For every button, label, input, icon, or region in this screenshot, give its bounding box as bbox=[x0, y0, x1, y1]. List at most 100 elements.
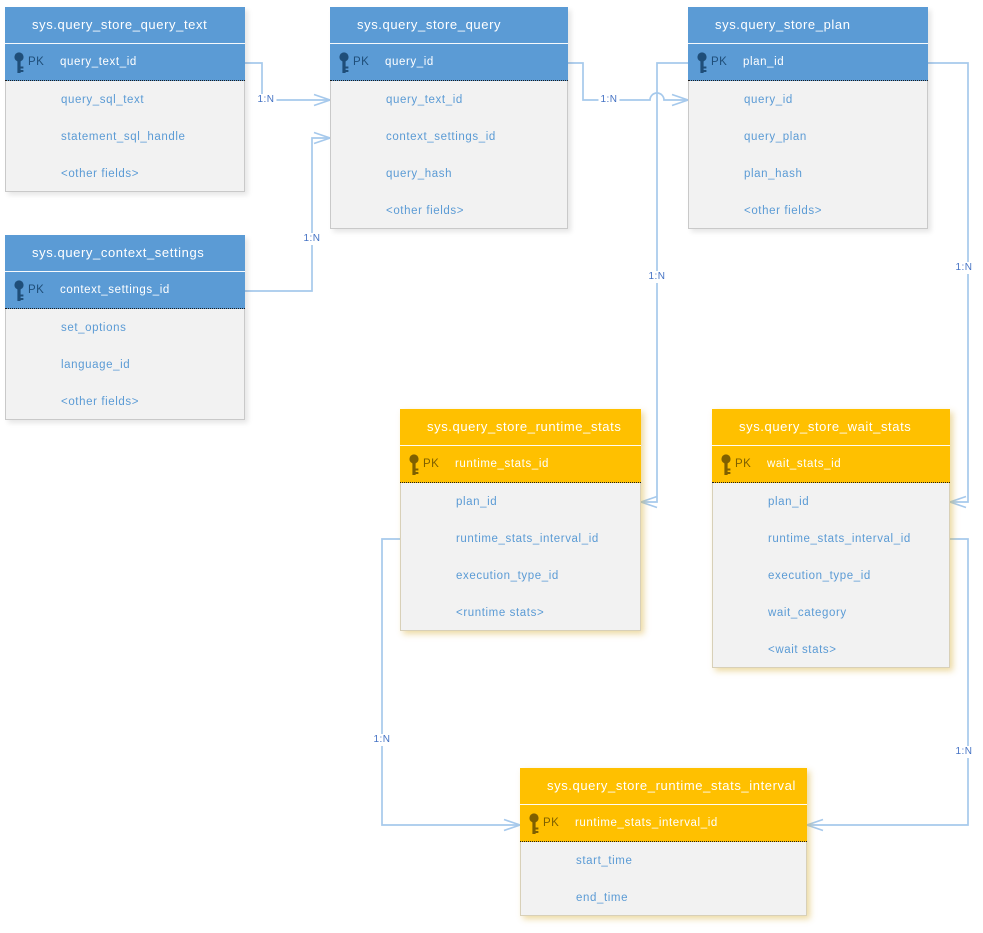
field-name: <other fields> bbox=[61, 167, 140, 180]
pk-badge: PK bbox=[735, 458, 752, 470]
key-icon bbox=[408, 454, 420, 476]
field-row: <wait stats> bbox=[713, 631, 949, 668]
field-name: set_options bbox=[61, 321, 127, 334]
field-row: query_sql_text bbox=[6, 81, 244, 118]
field-name: <other fields> bbox=[744, 204, 823, 217]
field-row: start_time bbox=[521, 842, 806, 879]
field-row: <runtime stats> bbox=[401, 594, 640, 631]
field-name: plan_id bbox=[456, 495, 498, 508]
field-name: query_sql_text bbox=[61, 93, 145, 106]
relationship-label: 1:N bbox=[646, 271, 668, 283]
relationship-line-plan_to_wait_stats bbox=[928, 62, 969, 503]
field-name: wait_category bbox=[768, 606, 847, 619]
relationship-label: 1:N bbox=[953, 746, 975, 758]
field-row: runtime_stats_interval_id bbox=[401, 520, 640, 557]
table-title: sys.query_context_settings bbox=[5, 235, 245, 272]
field-name: plan_hash bbox=[744, 167, 803, 180]
key-icon bbox=[13, 280, 25, 302]
pk-field-name: query_text_id bbox=[60, 56, 137, 68]
field-row: execution_type_id bbox=[401, 557, 640, 594]
pk-badge: PK bbox=[353, 56, 370, 68]
field-name: end_time bbox=[576, 891, 629, 904]
pk-field-name: runtime_stats_interval_id bbox=[575, 817, 718, 829]
field-row: wait_category bbox=[713, 594, 949, 631]
table-title: sys.query_store_query bbox=[330, 7, 568, 44]
field-name: execution_type_id bbox=[768, 569, 871, 582]
relationship-label: 1:N bbox=[598, 94, 620, 106]
field-row: query_text_id bbox=[331, 81, 567, 118]
field-name: plan_id bbox=[768, 495, 810, 508]
pk-badge: PK bbox=[423, 458, 440, 470]
pk-field-name: runtime_stats_id bbox=[455, 458, 549, 470]
field-row: plan_id bbox=[401, 483, 640, 520]
relationship-arrowhead bbox=[638, 495, 658, 509]
relationship-label: 1:N bbox=[953, 262, 975, 274]
field-row: query_plan bbox=[689, 118, 927, 155]
table-title: sys.query_store_wait_stats bbox=[712, 409, 950, 446]
field-row: execution_type_id bbox=[713, 557, 949, 594]
relationship-line-query_text_to_query bbox=[245, 62, 330, 101]
relationship-line-query_to_plan bbox=[568, 62, 688, 101]
relationship-label: 1:N bbox=[301, 233, 323, 245]
field-name: statement_sql_handle bbox=[61, 130, 186, 143]
field-name: query_text_id bbox=[386, 93, 463, 106]
field-row: <other fields> bbox=[6, 383, 244, 420]
pk-field-name: wait_stats_id bbox=[767, 458, 842, 470]
pk-badge: PK bbox=[28, 284, 45, 296]
pk-field-name: plan_id bbox=[743, 56, 785, 68]
field-name: <other fields> bbox=[61, 395, 140, 408]
relationship-line-context_settings_to_query bbox=[245, 137, 330, 292]
pk-field-name: query_id bbox=[385, 56, 434, 68]
field-name: <wait stats> bbox=[768, 643, 837, 656]
table-title: sys.query_store_plan bbox=[688, 7, 928, 44]
table-title: sys.query_store_runtime_stats_interval bbox=[520, 768, 807, 805]
field-row: runtime_stats_interval_id bbox=[713, 520, 949, 557]
field-row: query_hash bbox=[331, 155, 567, 192]
key-icon bbox=[696, 52, 708, 74]
key-icon bbox=[528, 813, 540, 835]
pk-row: PK runtime_stats_interval_id bbox=[520, 805, 807, 842]
field-name: query_plan bbox=[744, 130, 807, 143]
key-icon bbox=[720, 454, 732, 476]
table-title: sys.query_store_runtime_stats bbox=[400, 409, 641, 446]
table-title: sys.query_store_query_text bbox=[5, 7, 245, 44]
pk-row: PK query_id bbox=[330, 44, 568, 81]
key-icon bbox=[13, 52, 25, 74]
pk-badge: PK bbox=[28, 56, 45, 68]
field-name: query_hash bbox=[386, 167, 453, 180]
relationship-arrowhead bbox=[804, 818, 824, 832]
field-row: plan_hash bbox=[689, 155, 927, 192]
field-name: runtime_stats_interval_id bbox=[456, 532, 599, 545]
field-name: context_settings_id bbox=[386, 130, 496, 143]
relationship-line-runtime_stats_to_interval bbox=[381, 538, 520, 826]
field-row: plan_id bbox=[713, 483, 949, 520]
key-icon bbox=[338, 52, 350, 74]
field-name: start_time bbox=[576, 854, 633, 867]
pk-row: PK runtime_stats_id bbox=[400, 446, 641, 483]
relationship-label: 1:N bbox=[371, 734, 393, 746]
field-name: <runtime stats> bbox=[456, 606, 545, 619]
pk-badge: PK bbox=[543, 817, 560, 829]
field-row: <other fields> bbox=[6, 155, 244, 192]
field-row: context_settings_id bbox=[331, 118, 567, 155]
field-row: set_options bbox=[6, 309, 244, 346]
field-name: runtime_stats_interval_id bbox=[768, 532, 911, 545]
field-name: <other fields> bbox=[386, 204, 465, 217]
relationship-label: 1:N bbox=[255, 94, 277, 106]
field-row: language_id bbox=[6, 346, 244, 383]
field-row: <other fields> bbox=[689, 192, 927, 229]
pk-row: PK wait_stats_id bbox=[712, 446, 950, 483]
pk-row: PK query_text_id bbox=[5, 44, 245, 81]
relationship-line-wait_stats_to_interval bbox=[807, 538, 969, 826]
